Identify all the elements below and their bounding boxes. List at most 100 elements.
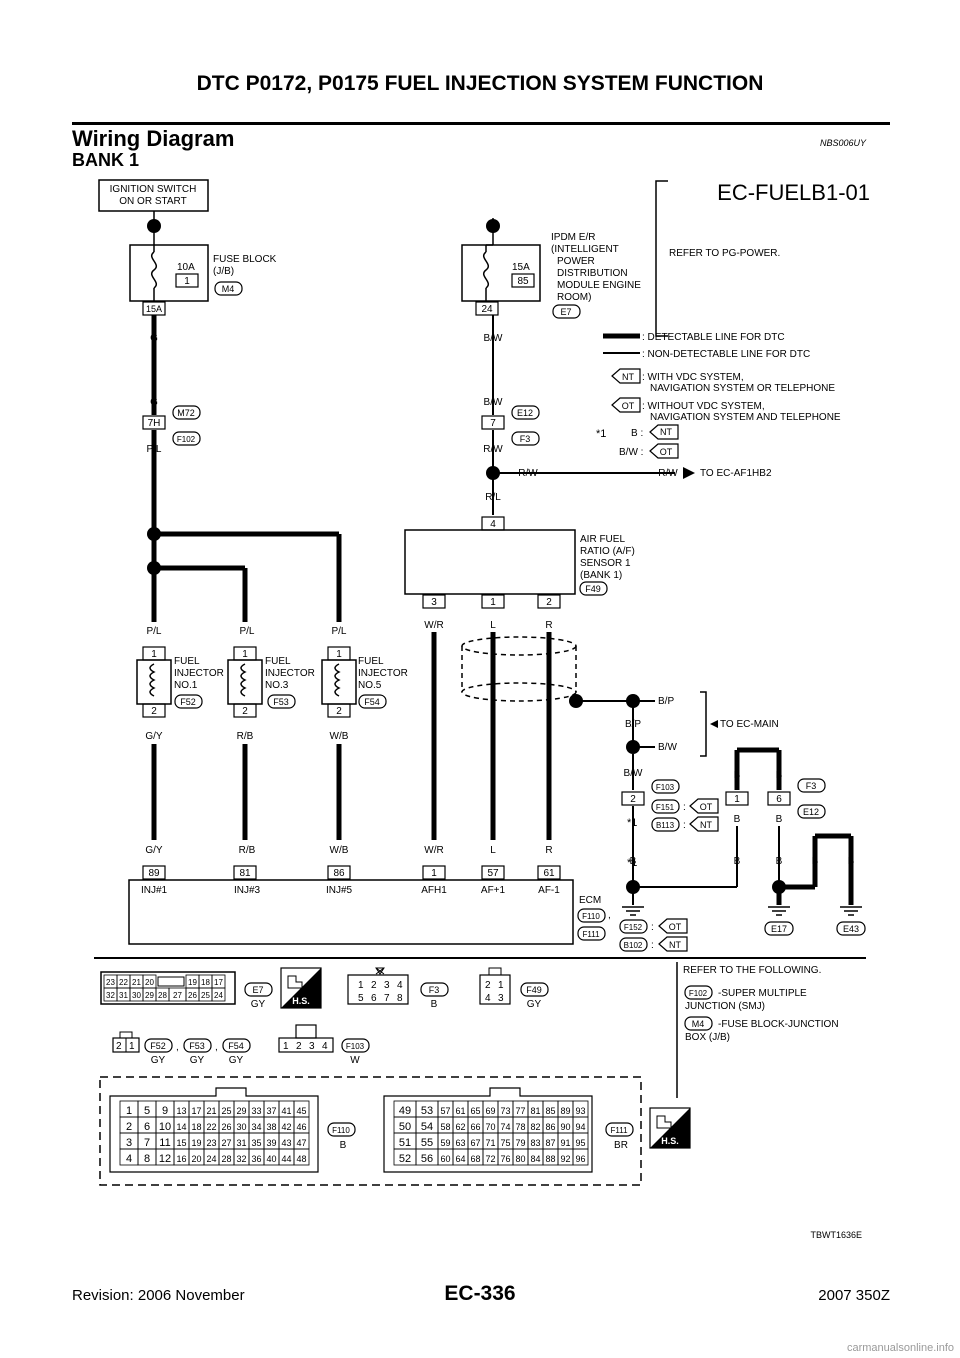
conn-e12-gnd: E12	[803, 807, 819, 817]
pin-number: 45	[296, 1106, 306, 1116]
ref-m4: M4	[692, 1019, 705, 1029]
pin-number: 22	[119, 978, 128, 987]
pin-number: 57	[440, 1106, 450, 1116]
pin-number: 4	[126, 1153, 132, 1165]
f54-name: F54	[228, 1041, 244, 1051]
pin-number: 14	[176, 1122, 186, 1132]
legend-detectable: : DETECTABLE LINE FOR DTC	[642, 332, 785, 343]
inj1-pin1: 1	[151, 649, 157, 660]
pin-number: 17	[214, 978, 223, 987]
pin-number: 18	[191, 1122, 201, 1132]
legend-ot-l1: : WITHOUT VDC SYSTEM,	[642, 401, 765, 412]
fuse-pin: 15A	[146, 304, 162, 314]
fuel-injector-3: 1 2 FUEL INJECTOR NO.3 F53	[227, 646, 315, 718]
ecm-pins: 89 81 86 1 57 61	[142, 865, 561, 880]
title-rule	[72, 122, 890, 125]
star-2: *1	[627, 857, 637, 869]
pin-number: 67	[470, 1138, 480, 1148]
af-pin3: 3	[431, 597, 437, 608]
f49-color: GY	[527, 999, 542, 1010]
inj5-l2: INJECTOR	[358, 668, 408, 679]
diagram-id: EC-FUELB1-01	[717, 180, 870, 205]
to-main: TO EC-MAIN	[720, 719, 779, 730]
ipdm-num: 85	[517, 276, 529, 287]
tag-nt-2: NT	[669, 940, 681, 950]
inj3-l1: FUEL	[265, 656, 291, 667]
svg-text:3: 3	[498, 993, 504, 1004]
pin-number: 89	[560, 1106, 570, 1116]
pin-number: 21	[132, 978, 141, 987]
fuel-injector-1: 1 2 FUEL INJECTOR NO.1 F52	[136, 646, 224, 718]
page-title: DTC P0172, P0175 FUEL INJECTION SYSTEM F…	[196, 72, 764, 95]
legend-bw: B/W :	[619, 447, 643, 458]
pin-number: 1	[126, 1105, 132, 1117]
wire-b2: B	[776, 770, 783, 781]
pin-number: 29	[236, 1106, 246, 1116]
pin-number: 30	[132, 991, 141, 1000]
tag-ot-2: OT	[669, 922, 682, 932]
gnd-pin2: 2	[630, 794, 636, 805]
splice-dot	[147, 219, 161, 233]
ipdm-l6: ROOM)	[557, 292, 591, 303]
pin-number: 24	[206, 1154, 216, 1164]
pin-number: 59	[440, 1138, 450, 1148]
pin-number: 41	[281, 1106, 291, 1116]
pin-number: 31	[236, 1138, 246, 1148]
refer-pg-power: REFER TO PG-POWER.	[669, 248, 780, 259]
pin-number: 26	[188, 991, 197, 1000]
pin-number: 23	[106, 978, 115, 987]
wire-rl: R/L	[485, 492, 501, 503]
pin-number: 38	[266, 1122, 276, 1132]
pin-number: 28	[158, 991, 167, 1000]
gnd-pin6: 6	[776, 794, 782, 805]
bank-heading: BANK 1	[72, 150, 140, 170]
legend-b-nt: NT	[660, 427, 672, 437]
inj3-l3: NO.3	[265, 680, 289, 691]
pin-number: 56	[421, 1153, 433, 1165]
pin-number: 69	[485, 1106, 495, 1116]
pg-power-bracket	[655, 180, 668, 337]
conn-f54: F54	[364, 697, 380, 707]
inj3-pin2: 2	[242, 706, 248, 717]
footer-revision: Revision: 2006 November	[72, 1287, 245, 1304]
f110-color: B	[340, 1140, 347, 1151]
ecm-conn-f110: F110	[582, 912, 600, 921]
pin-number: 32	[106, 991, 115, 1000]
pin-number: 25	[201, 991, 210, 1000]
pin-number: 48	[296, 1154, 306, 1164]
pin-number: 91	[560, 1138, 570, 1148]
wire-b3: B	[734, 814, 741, 825]
wire-b5: B	[630, 856, 637, 867]
f3-color: B	[431, 999, 438, 1010]
svg-text:2: 2	[371, 980, 377, 991]
arrow-right-icon	[710, 720, 718, 728]
pin-number: 58	[440, 1122, 450, 1132]
pin-number: 90	[560, 1122, 570, 1132]
wire-bp: B/P	[658, 696, 674, 707]
pin-number: 31	[119, 991, 128, 1000]
pin-number: 66	[470, 1122, 480, 1132]
pin-number: 78	[515, 1122, 525, 1132]
inj5-l3: NO.5	[358, 680, 382, 691]
inj5-pin2: 2	[336, 706, 342, 717]
ground-e43: E43	[843, 924, 859, 934]
ecm-inj3: INJ#3	[234, 885, 261, 896]
ecm-label: ECM	[579, 895, 601, 906]
fuel-injector-5: 1 2 FUEL INJECTOR NO.5 F54	[321, 646, 408, 718]
ground-icon	[840, 906, 862, 916]
fuse-icon	[151, 251, 157, 289]
svg-text:5: 5	[358, 993, 364, 1004]
pin-number: 13	[176, 1106, 186, 1116]
wire-wb: W/B	[330, 731, 349, 742]
wire-b6: B	[734, 856, 741, 867]
colon: :	[651, 940, 654, 951]
inj1-pin2: 2	[151, 706, 157, 717]
pin-number: 60	[440, 1154, 450, 1164]
inj5-pin1: 1	[336, 649, 342, 660]
wire-l: L	[490, 620, 496, 631]
svg-text:3: 3	[384, 980, 390, 991]
inj5-l1: FUEL	[358, 656, 384, 667]
